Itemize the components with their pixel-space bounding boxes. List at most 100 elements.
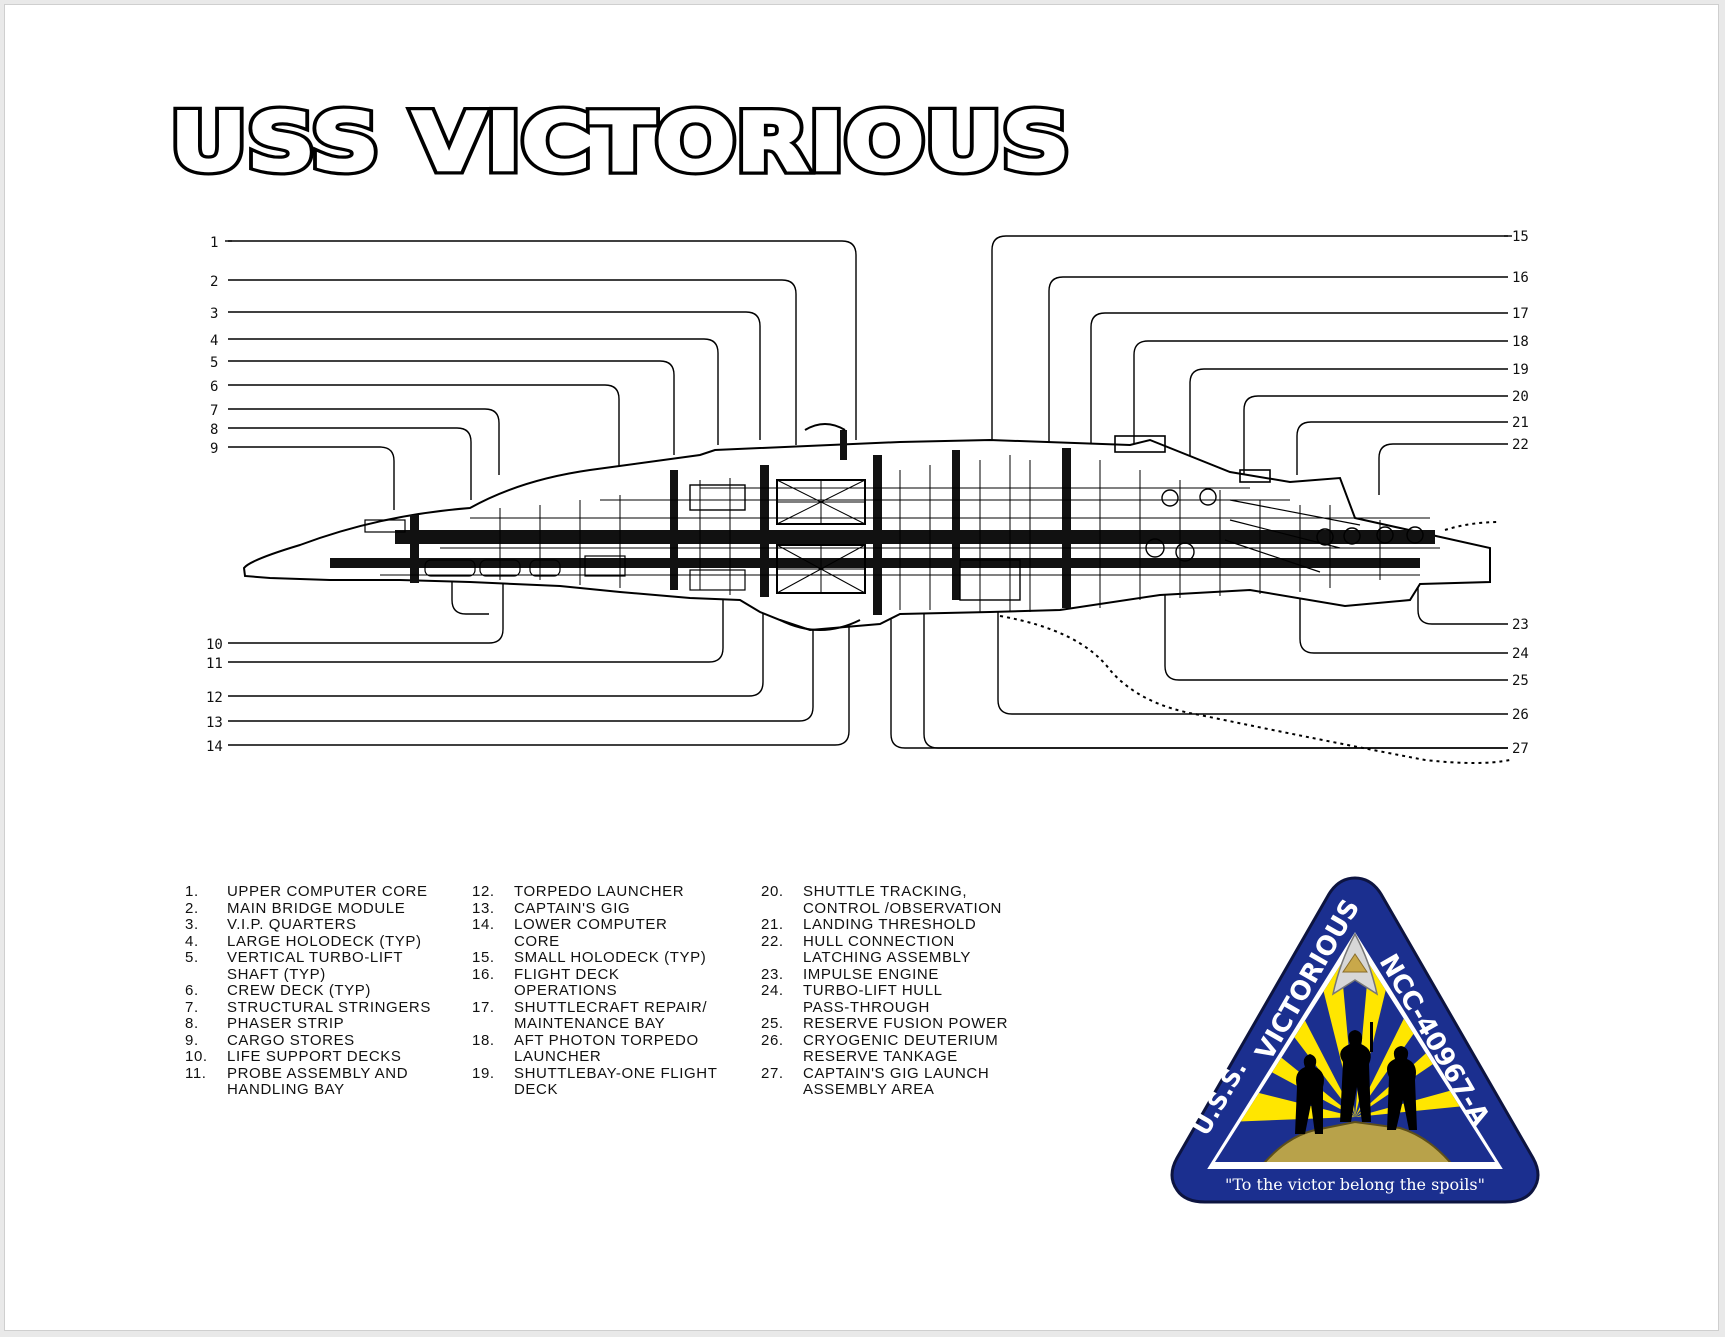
legend-item: 26. CRYOGENIC DEUTERIUM RESERVE TANKAGE	[761, 1031, 1051, 1066]
legend-item: 19.SHUTTLEBAY-ONE FLIGHT DECK	[472, 1064, 762, 1099]
legend-item-number: 4.	[185, 932, 199, 950]
legend-item: 18.AFT PHOTON TORPEDO LAUNCHER	[472, 1031, 762, 1066]
legend-item-number: 23.	[761, 965, 784, 983]
legend-item: 7.STRUCTURAL STRINGERS	[185, 999, 475, 1017]
callout-27: 27	[1512, 741, 1529, 757]
legend-item-text: RESERVE FUSION POWER	[803, 1015, 1009, 1032]
legend-item-text: PROBE ASSEMBLY AND HANDLING BAY	[227, 1064, 409, 1098]
legend-item-number: 8.	[185, 1015, 199, 1032]
legend-item-number: 2.	[185, 899, 199, 917]
legend-item-text: TURBO-LIFT HULL PASS-THROUGH	[803, 982, 943, 1016]
legend-item-number: 12.	[472, 883, 495, 900]
legend-item: 13.CAPTAIN'S GIG	[472, 899, 762, 918]
legend-item-text: LIFE SUPPORT DECKS	[227, 1048, 402, 1065]
callout-20: 20	[1512, 389, 1529, 405]
legend-item: 22. HULL CONNECTION LATCHING ASSEMBLY	[761, 932, 1051, 967]
legend-item: 3. V.I.P. QUARTERS	[185, 916, 475, 934]
legend-item: 15.SMALL HOLODECK (TYP)	[472, 949, 762, 967]
callout-18: 18	[1512, 334, 1529, 350]
legend-item-text: PHASER STRIP	[227, 1015, 345, 1032]
callout-1: 1	[210, 235, 218, 251]
legend-item-number: 24.	[761, 982, 784, 999]
legend-item: 10.LIFE SUPPORT DECKS	[185, 1048, 475, 1066]
legend-item-text: IMPULSE ENGINE	[803, 965, 939, 983]
callout-14: 14	[206, 739, 223, 755]
legend-item: 6. CREW DECK (TYP)	[185, 982, 475, 1000]
legend-item: 9.CARGO STORES	[185, 1031, 475, 1050]
ship-insignia-badge: VICTORIOUS U.S.S. NCC-40967-A "To the vi…	[1170, 876, 1540, 1204]
legend-item: 20.SHUTTLE TRACKING, CONTROL /OBSERVATIO…	[761, 883, 1051, 917]
legend-item: 14. LOWER COMPUTER CORE	[472, 916, 762, 950]
callout-numbers-left: 1 2 3 4 5 6 7 8 9 10 11 12 13 14	[206, 235, 223, 755]
callout-12: 12	[206, 690, 223, 706]
callout-10: 10	[206, 637, 223, 653]
legend-item-text: LOWER COMPUTER CORE	[514, 916, 668, 950]
legend-item-text: HULL CONNECTION LATCHING ASSEMBLY	[803, 932, 972, 966]
legend-item-number: 11.	[185, 1064, 207, 1082]
callout-3: 3	[210, 306, 218, 322]
legend-item-text: FLIGHT DECK OPERATIONS	[514, 965, 620, 999]
legend-item: 21. LANDING THRESHOLD	[761, 916, 1051, 934]
legend-item-number: 16.	[472, 965, 495, 983]
callout-13: 13	[206, 715, 223, 731]
legend-column-3: 20.SHUTTLE TRACKING, CONTROL /OBSERVATIO…	[761, 883, 1051, 1099]
callout-25: 25	[1512, 673, 1529, 689]
callout-leader-lines	[228, 235, 1508, 749]
legend-item: 17.SHUTTLECRAFT REPAIR/ MAINTENANCE BAY	[472, 998, 762, 1033]
badge-motto: "To the victor belong the spoils"	[1225, 1175, 1485, 1194]
legend-item: 2.MAIN BRIDGE MODULE	[185, 899, 475, 918]
badge-rock-ground	[1257, 1120, 1458, 1162]
legend-item-number: 19.	[472, 1064, 495, 1082]
callout-5: 5	[210, 355, 218, 371]
legend-item-number: 25.	[761, 1015, 784, 1032]
legend-item-text: CREW DECK (TYP)	[227, 982, 371, 999]
callout-numbers-right: 15 16 17 18 19 20 21 22 23 24 25 26 27	[1512, 229, 1529, 757]
callout-11: 11	[206, 656, 223, 672]
callout-23: 23	[1512, 617, 1529, 633]
legend-item-number: 22.	[761, 932, 784, 950]
callout-15: 15	[1512, 229, 1529, 245]
callout-21: 21	[1512, 415, 1529, 431]
delta-star-icon	[1342, 953, 1368, 973]
legend-item-text: V.I.P. QUARTERS	[227, 916, 357, 933]
legend-item-number: 15.	[472, 949, 495, 966]
callout-22: 22	[1512, 437, 1529, 453]
legend-item: 4. LARGE HOLODECK (TYP)	[185, 932, 475, 951]
page-title: USS VICTORIOUS USS VICTORIOUS	[166, 96, 1075, 182]
callout-9: 9	[210, 441, 218, 457]
callout-26: 26	[1512, 707, 1529, 723]
legend-item: 12.TORPEDO LAUNCHER	[472, 883, 762, 901]
callout-2: 2	[210, 274, 218, 290]
soldier-silhouettes	[1295, 1022, 1417, 1134]
callout-4: 4	[210, 333, 218, 349]
legend-item-text: CAPTAIN'S GIG LAUNCH ASSEMBLY AREA	[803, 1064, 990, 1098]
legend-item-number: 3.	[185, 916, 199, 933]
legend-item-text: CARGO STORES	[227, 1031, 355, 1049]
legend-item-number: 27.	[761, 1064, 784, 1082]
legend-item-number: 21.	[761, 916, 784, 933]
legend-item-text: LANDING THRESHOLD	[803, 916, 977, 933]
legend-item-number: 26.	[761, 1031, 784, 1049]
legend-item-number: 6.	[185, 982, 199, 999]
legend-item-number: 18.	[472, 1031, 495, 1049]
legend-item-text: LARGE HOLODECK (TYP)	[227, 932, 422, 950]
legend-item: 23. IMPULSE ENGINE	[761, 965, 1051, 984]
hull-interior-structure	[330, 423, 1440, 631]
legend-item-number: 14.	[472, 916, 495, 933]
callout-19: 19	[1512, 362, 1529, 378]
callout-24: 24	[1512, 646, 1529, 662]
callout-7: 7	[210, 403, 218, 419]
legend-item-text: CRYOGENIC DEUTERIUM RESERVE TANKAGE	[803, 1031, 999, 1065]
callout-6: 6	[210, 379, 218, 395]
legend-item: 1.UPPER COMPUTER CORE	[185, 883, 475, 901]
legend-item-text: CAPTAIN'S GIG	[514, 899, 631, 917]
title-text-inner: USS VICTORIOUS	[170, 96, 1070, 182]
legend-item-text: UPPER COMPUTER CORE	[227, 883, 428, 900]
legend-item: 27. CAPTAIN'S GIG LAUNCH ASSEMBLY AREA	[761, 1064, 1051, 1099]
legend-item-text: SHUTTLECRAFT REPAIR/ MAINTENANCE BAY	[514, 998, 708, 1032]
legend-item: 11. PROBE ASSEMBLY AND HANDLING BAY	[185, 1064, 475, 1099]
legend-item: 16. FLIGHT DECK OPERATIONS	[472, 965, 762, 1000]
title-text: USS VICTORIOUS	[170, 96, 1070, 182]
